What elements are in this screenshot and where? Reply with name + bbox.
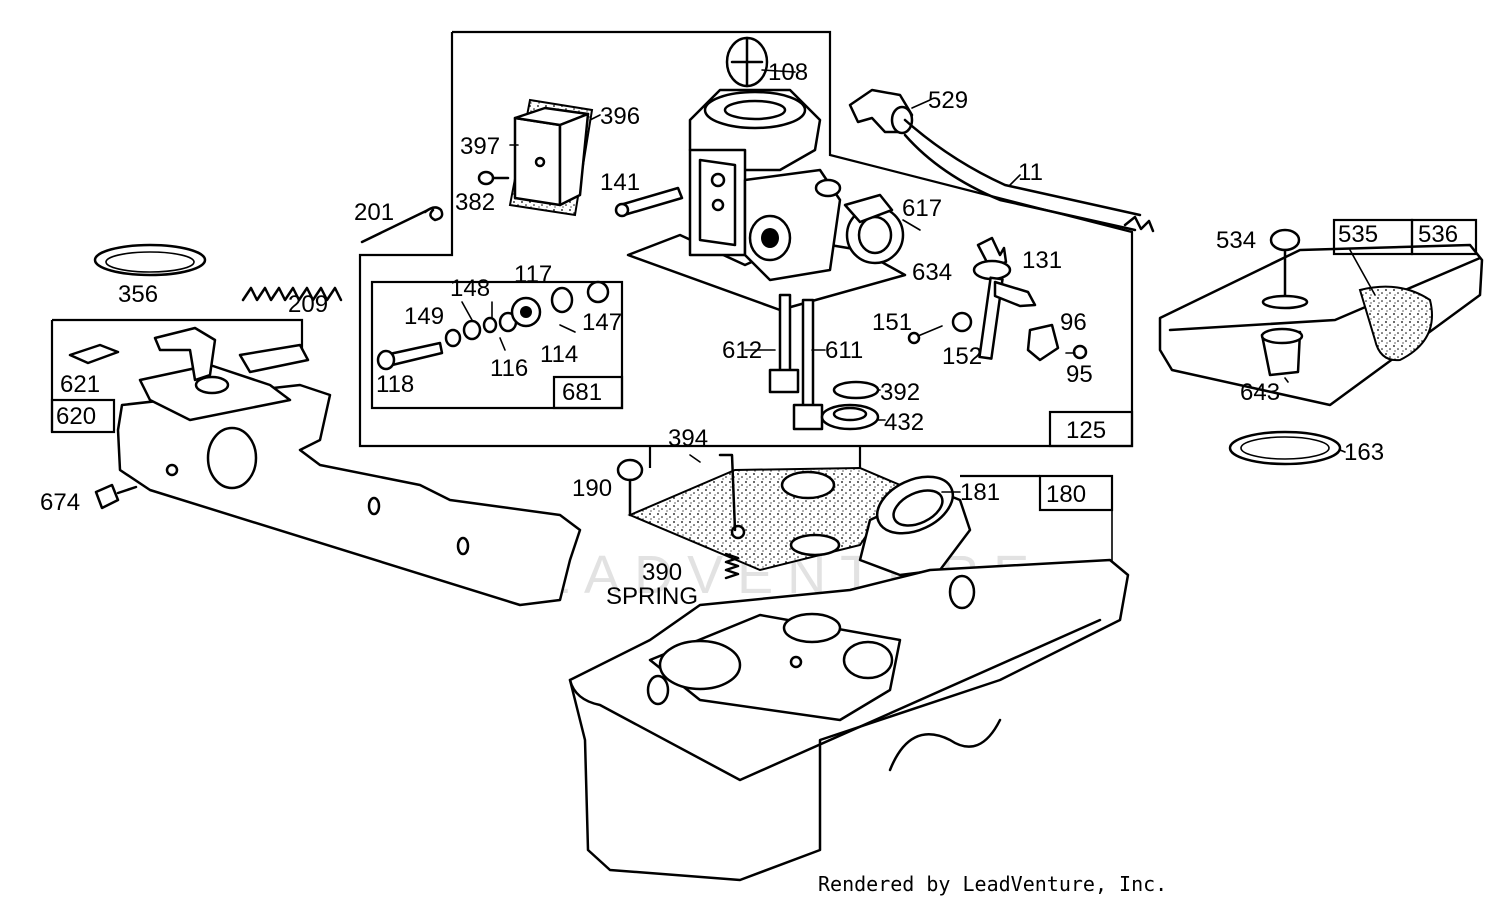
callout-114: 114 <box>540 341 578 368</box>
callout-535: 535 <box>1338 221 1378 248</box>
callout-356: 356 <box>118 281 158 308</box>
callout-163: 163 <box>1344 439 1384 466</box>
air-cleaner-kit-outline <box>370 280 624 410</box>
callout-96: 96 <box>1060 309 1087 336</box>
callout-621: 621 <box>60 371 100 398</box>
needle-valve-part <box>907 236 1088 362</box>
callout-392: 392 <box>880 379 920 406</box>
small-fuel-tank-part <box>1158 228 1484 466</box>
callout-labels: 108 396 397 382 201 141 617 529 11 131 6… <box>40 59 1458 610</box>
callout-397: 397 <box>460 133 500 160</box>
mounting-studs-part <box>768 293 824 431</box>
choke-valve-part <box>725 36 769 88</box>
governor-spring-part <box>241 286 343 302</box>
callout-11: 11 <box>1018 159 1043 186</box>
callout-95: 95 <box>1066 361 1093 388</box>
callout-643: 643 <box>1240 379 1280 406</box>
callout-149: 149 <box>404 303 444 330</box>
control-clip-part <box>68 343 120 365</box>
callout-529: 529 <box>928 87 968 114</box>
callout-681: 681 <box>562 379 602 406</box>
callout-148: 148 <box>450 275 490 302</box>
callout-116: 116 <box>490 355 528 382</box>
callout-spring: SPRING <box>606 583 698 610</box>
callout-534: 534 <box>1216 227 1256 254</box>
callout-118: 118 <box>376 371 414 398</box>
callout-147: 147 <box>582 309 622 336</box>
seal-ring-part <box>93 243 207 277</box>
callout-151: 151 <box>872 309 912 336</box>
screw-190-and-spring-390-parts <box>616 458 740 580</box>
fuel-tank-label-box <box>1038 474 1114 512</box>
callout-611: 611 <box>825 337 863 364</box>
callout-432: 432 <box>884 409 924 436</box>
callout-152: 152 <box>942 343 982 370</box>
callout-141: 141 <box>600 169 640 196</box>
air-cleaner-kit-parts <box>376 280 610 371</box>
carburetor-body-part <box>626 88 907 312</box>
callout-125: 125 <box>1066 417 1106 444</box>
carburetor-group-outline <box>358 30 1134 468</box>
callout-180: 180 <box>1046 481 1086 508</box>
fuel-elbow-and-line-parts <box>848 88 1155 233</box>
callout-209: 209 <box>288 291 328 318</box>
render-credit: Rendered by LeadVenture, Inc. <box>818 872 1168 896</box>
callout-108: 108 <box>768 59 808 86</box>
callout-131: 131 <box>1022 247 1062 274</box>
callout-617: 617 <box>902 195 942 222</box>
callout-181: 181 <box>960 479 1000 506</box>
callout-612: 612 <box>722 337 762 364</box>
gasket-and-seal-parts <box>820 380 880 431</box>
callout-394: 394 <box>668 425 708 452</box>
air-cleaner-part <box>477 98 594 217</box>
callout-201: 201 <box>354 199 394 226</box>
governor-link-part <box>360 206 444 244</box>
small-tank-label-box-536 <box>1410 218 1478 256</box>
fuel-filler-neck-part <box>858 475 972 577</box>
callout-536: 536 <box>1418 221 1458 248</box>
callout-620: 620 <box>56 403 96 430</box>
control-plate-part <box>116 326 582 607</box>
throttle-shaft-part <box>614 186 684 218</box>
callout-634: 634 <box>912 259 952 286</box>
callout-190: 190 <box>572 475 612 502</box>
callout-117: 117 <box>514 261 552 288</box>
fuel-tank-part <box>568 558 1130 882</box>
callout-390: 390 <box>642 559 682 586</box>
leader-lines <box>461 69 1376 493</box>
callout-396: 396 <box>600 103 640 130</box>
callout-674: 674 <box>40 489 80 516</box>
screw-674-part <box>94 483 138 510</box>
callout-382: 382 <box>455 189 495 216</box>
